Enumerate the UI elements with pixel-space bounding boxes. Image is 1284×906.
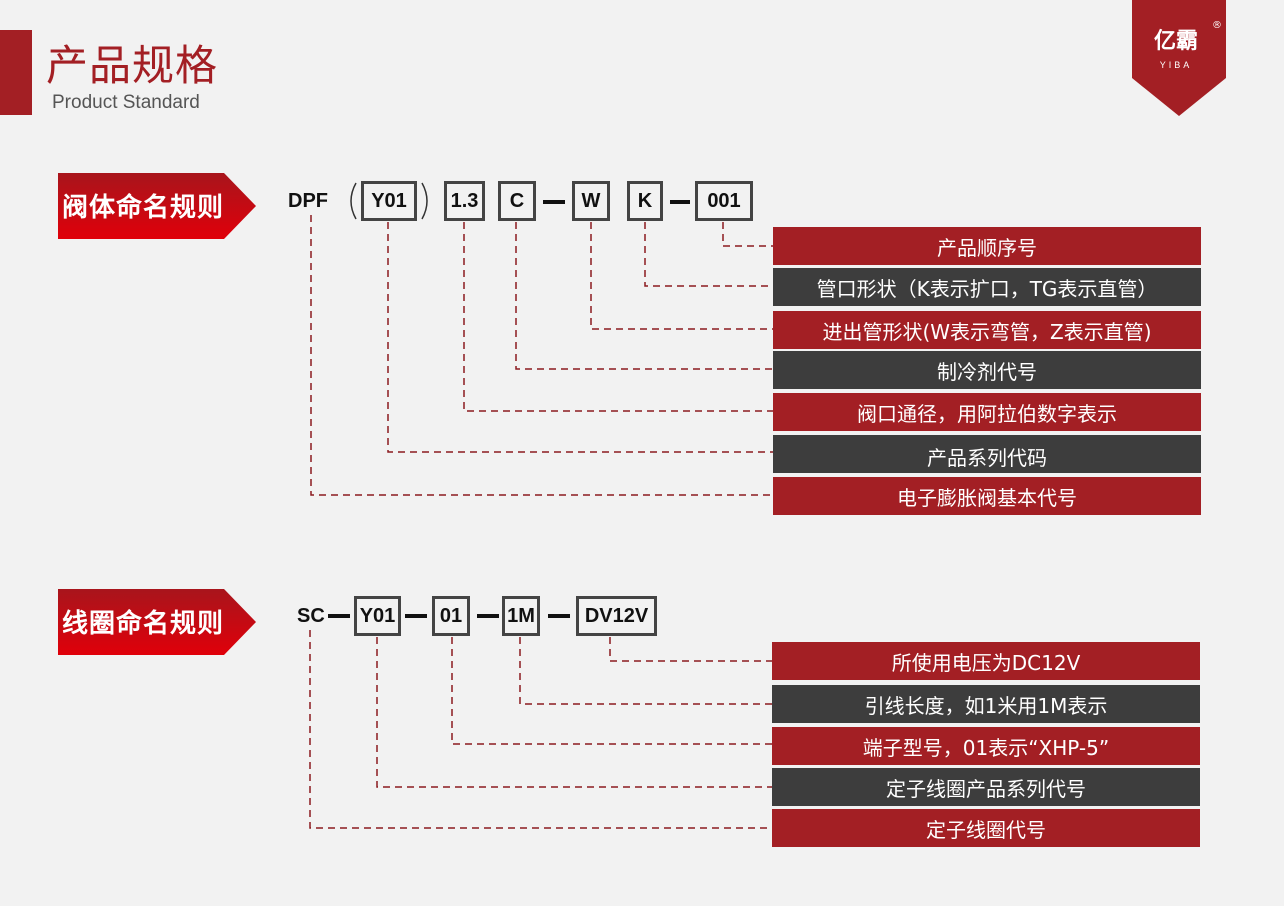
separator bbox=[405, 614, 427, 618]
connector-1m bbox=[519, 637, 772, 705]
valve-banner-label: 阀体命名规则 bbox=[62, 193, 225, 223]
valve-row-0: 产品顺序号 bbox=[773, 227, 1201, 265]
valve-row-2: 进出管形状(W表示弯管，Z表示直管) bbox=[773, 311, 1201, 349]
connector-dpf bbox=[310, 215, 773, 496]
coil-row-1: 引线长度，如1米用1M表示 bbox=[772, 685, 1200, 723]
coil-code-terminal: 01 bbox=[432, 596, 470, 636]
paren-left bbox=[350, 182, 357, 220]
valve-code-series: Y01 bbox=[361, 181, 417, 221]
coil-row-3: 定子线圈产品系列代号 bbox=[772, 768, 1200, 806]
connector-dv12v bbox=[609, 637, 772, 662]
coil-prefix: SC bbox=[297, 604, 325, 627]
valve-row-1: 管口形状（K表示扩口，TG表示直管） bbox=[773, 268, 1201, 306]
coil-code-voltage: DV12V bbox=[576, 596, 657, 636]
svg-text:亿霸: 亿霸 bbox=[1154, 29, 1198, 54]
connector-01 bbox=[451, 637, 772, 745]
connector-k bbox=[644, 222, 773, 287]
connector-1-3 bbox=[463, 222, 773, 412]
separator bbox=[477, 614, 499, 618]
separator bbox=[328, 614, 350, 618]
svg-text:YIBA: YIBA bbox=[1160, 60, 1193, 70]
valve-code-port-shape: K bbox=[627, 181, 663, 221]
valve-row-5: 产品系列代码 bbox=[773, 435, 1201, 473]
svg-text:®: ® bbox=[1212, 20, 1222, 31]
connector-coil-y01 bbox=[376, 637, 772, 788]
valve-code-diameter: 1.3 bbox=[444, 181, 485, 221]
title-accent-bar bbox=[0, 30, 32, 115]
coil-banner-label: 线圈命名规则 bbox=[62, 609, 225, 639]
yiba-logo: 亿霸 ® YIBA bbox=[1132, 0, 1226, 116]
coil-code-lead-length: 1M bbox=[502, 596, 540, 636]
connector-sc bbox=[309, 630, 772, 829]
connector-c bbox=[515, 222, 773, 370]
valve-code-pipe-shape: W bbox=[572, 181, 610, 221]
separator bbox=[670, 200, 690, 204]
valve-code-refrigerant: C bbox=[498, 181, 536, 221]
page-subtitle: Product Standard bbox=[52, 92, 200, 113]
connector-w bbox=[590, 222, 773, 330]
valve-code-sequence: 001 bbox=[695, 181, 753, 221]
valve-row-6: 电子膨胀阀基本代号 bbox=[773, 477, 1201, 515]
connector-y01 bbox=[387, 222, 773, 453]
separator bbox=[548, 614, 570, 618]
connector-001 bbox=[722, 222, 773, 247]
coil-row-2: 端子型号，01表示“XHP-5” bbox=[772, 727, 1200, 765]
page-title: 产品规格 bbox=[46, 41, 219, 90]
separator bbox=[543, 200, 565, 204]
coil-code-series: Y01 bbox=[354, 596, 401, 636]
coil-naming-banner: 线圈命名规则 bbox=[58, 589, 258, 655]
valve-prefix: DPF bbox=[288, 189, 328, 212]
valve-row-3: 制冷剂代号 bbox=[773, 351, 1201, 389]
paren-right bbox=[421, 182, 428, 220]
coil-row-0: 所使用电压为DC12V bbox=[772, 642, 1200, 680]
valve-row-4: 阀口通径，用阿拉伯数字表示 bbox=[773, 393, 1201, 431]
coil-row-4: 定子线圈代号 bbox=[772, 809, 1200, 847]
valve-naming-banner: 阀体命名规则 bbox=[58, 173, 258, 239]
